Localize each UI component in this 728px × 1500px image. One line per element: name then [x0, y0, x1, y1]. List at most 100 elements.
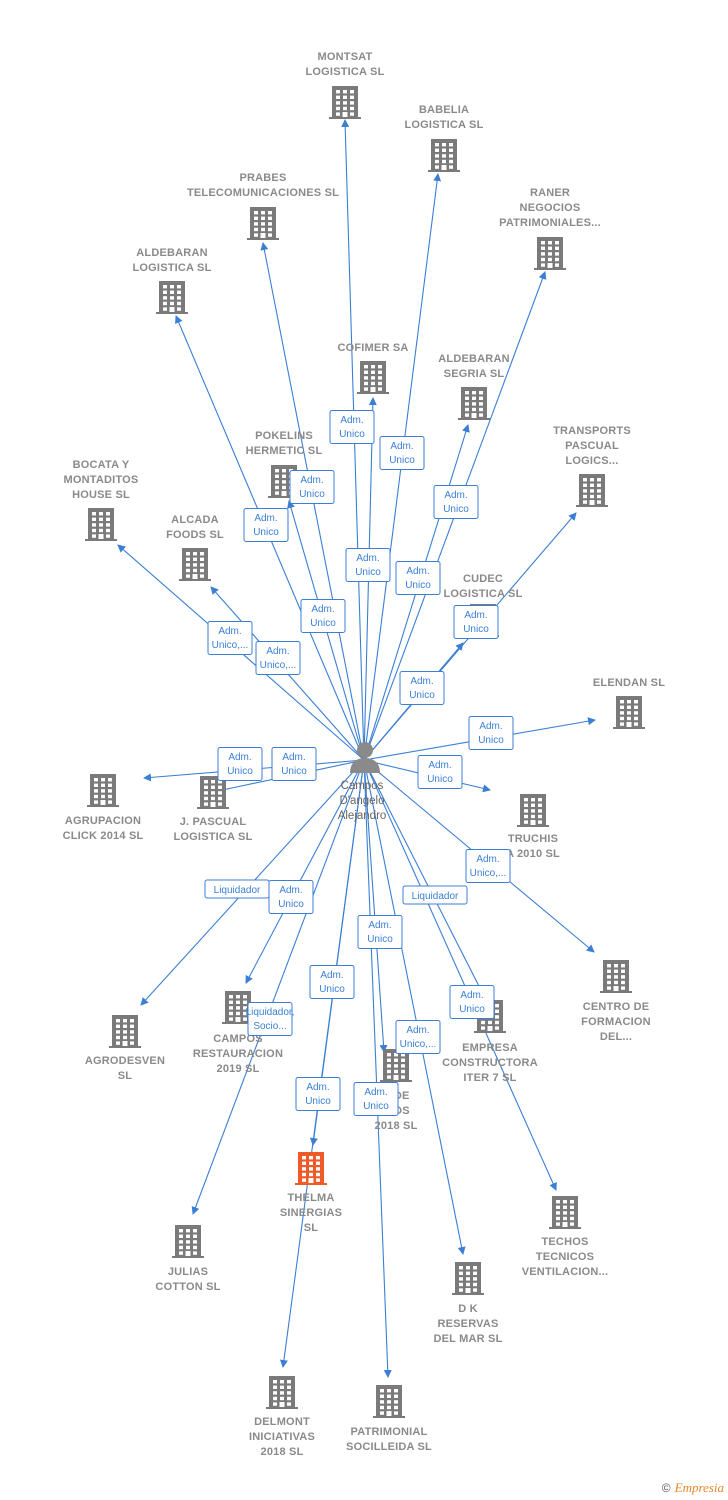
edge-empresa: [363, 759, 485, 997]
role-text: Adm.: [311, 604, 334, 615]
role-badge-campos-rest[interactable]: Adm.Unico: [268, 880, 314, 914]
role-badge-empresa[interactable]: Liquidador: [402, 885, 468, 905]
company-label: ALDEBARAN: [438, 353, 509, 365]
role-badge-bocata[interactable]: Adm.Unico,...: [207, 621, 253, 655]
company-label: 2019 SL: [217, 1063, 260, 1075]
building-window: [280, 1396, 284, 1401]
company-node-raner[interactable]: RANERNEGOCIOSPATRIMONIALES...: [499, 187, 601, 270]
role-text: Adm.: [356, 553, 379, 564]
role-badge-montsat[interactable]: Adm.Unico: [345, 548, 391, 582]
building-window: [200, 557, 204, 561]
role-badge-box: [468, 716, 514, 750]
building-window: [268, 233, 272, 237]
building-door: [626, 722, 632, 728]
building-window: [394, 1069, 398, 1074]
company-label: 2018 SL: [375, 1120, 418, 1132]
building-window: [350, 101, 354, 105]
building-window: [570, 1211, 574, 1215]
role-badge-centro[interactable]: Adm.Unico,...: [465, 849, 511, 883]
role-badge-cofimer[interactable]: Adm.Unico: [329, 410, 375, 444]
company-label: CENTRO DE: [583, 1001, 650, 1013]
role-badge-dk[interactable]: Adm.Unico,...: [395, 1020, 441, 1054]
building-window: [186, 574, 190, 578]
role-text: Adm.: [228, 752, 251, 763]
building-window: [254, 233, 258, 237]
building-window: [99, 517, 103, 521]
company-label: FOODS SL: [166, 529, 224, 541]
building-window: [343, 95, 347, 99]
company-node-techos[interactable]: TECHOSTECNICOSVENTILACION...: [522, 1196, 609, 1278]
building-window: [371, 365, 375, 369]
company-label: RANER: [530, 187, 570, 199]
role-badge-pokelins[interactable]: Adm.Unico: [289, 470, 335, 504]
building-window: [387, 1394, 391, 1398]
role-badge-box: [207, 621, 253, 655]
role-badge-prabes[interactable]: Adm.Unico: [243, 508, 289, 542]
building-window: [387, 1058, 391, 1062]
role-badge-truchis[interactable]: Adm.Unico: [417, 755, 463, 789]
role-badge-raner[interactable]: Adm.Unico: [433, 485, 479, 519]
role-badge-box: [402, 885, 468, 905]
role-badge-transports[interactable]: Adm.Unico: [453, 605, 499, 639]
role-badge-elendan[interactable]: Adm.Unico: [468, 716, 514, 750]
role-badge-techos[interactable]: Adm.Unico: [449, 985, 495, 1019]
role-badge-patrimonial[interactable]: Adm.Unico: [353, 1082, 399, 1116]
person-name: Campos: [341, 780, 384, 792]
building-base: [268, 496, 300, 498]
building-window: [555, 263, 559, 267]
role-badge-alcada[interactable]: Adm.Unico,...: [255, 641, 301, 675]
company-node-centro[interactable]: CENTRO DEFORMACIONDEL...: [581, 960, 651, 1043]
role-badge-agrupacion[interactable]: Adm.Unico: [217, 747, 263, 781]
building-window: [548, 257, 552, 262]
building-window: [343, 90, 347, 94]
building-icon: [458, 387, 490, 420]
building-window: [607, 969, 611, 973]
building-door: [192, 574, 198, 580]
role-badge-agrodesven[interactable]: Liquidador: [204, 879, 270, 899]
company-node-elendan[interactable]: ELENDAN SL: [593, 677, 665, 729]
company-label: CUDEC: [463, 573, 503, 585]
building-window: [442, 154, 446, 158]
building-window: [186, 552, 190, 556]
building-window: [555, 257, 559, 262]
role-badge-babelia[interactable]: Adm.Unico: [379, 436, 425, 470]
role-badge-delmont[interactable]: Adm.Unico: [309, 965, 355, 999]
company-node-transports[interactable]: TRANSPORTSPASCUALLOGICS...: [553, 425, 631, 507]
building-base: [222, 1022, 254, 1024]
building-door: [547, 263, 553, 269]
building-window: [387, 1075, 391, 1079]
role-badge-cudec[interactable]: Adm.Unico: [399, 671, 445, 705]
role-badge-box: [449, 985, 495, 1019]
building-window: [583, 494, 587, 499]
role-badge-aldebaran-log[interactable]: Adm.Unico: [300, 599, 346, 633]
building-window: [200, 563, 204, 567]
building-window: [218, 780, 222, 784]
role-badge-aldebaran-seg[interactable]: Adm.Unico: [395, 561, 441, 595]
role-badge-julias[interactable]: Liquidador,Socio...: [246, 1002, 295, 1036]
role-badge-thelma[interactable]: Adm.Unico: [295, 1077, 341, 1111]
building-icon: [179, 548, 211, 581]
building-door: [185, 1251, 191, 1257]
role-badge-jpascual[interactable]: Adm.Unico: [271, 747, 317, 781]
building-window: [473, 1266, 477, 1270]
role-badge-gestion[interactable]: Adm.Unico: [357, 915, 403, 949]
company-node-cofimer[interactable]: COFIMER SA: [337, 342, 408, 394]
